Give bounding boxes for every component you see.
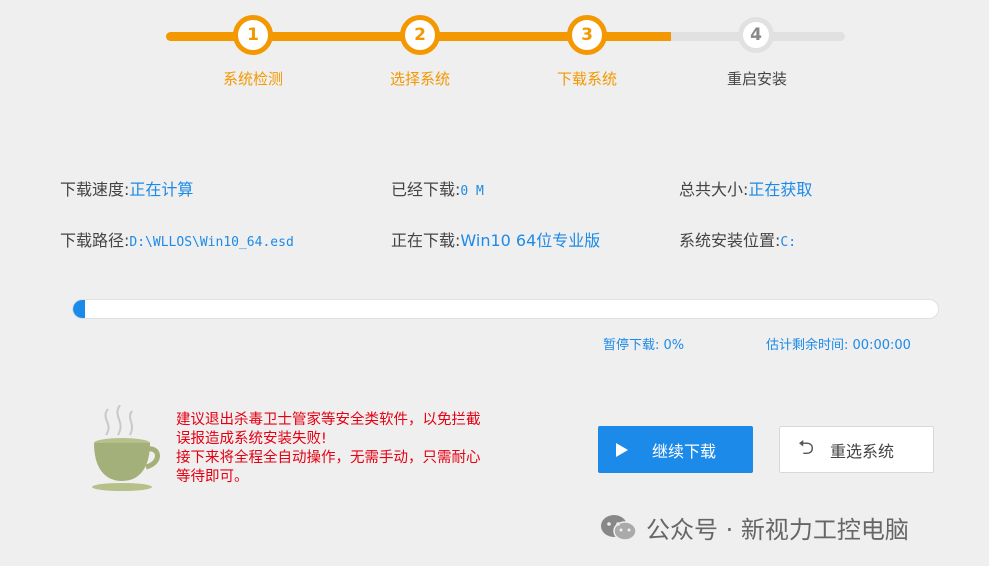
wechat-watermark: 公众号 · 新视力工控电脑 bbox=[600, 510, 909, 545]
download-speed-value: 正在计算 bbox=[129, 180, 194, 199]
wechat-icon bbox=[601, 514, 637, 541]
warning-line-3: 接下来将全程全自动操作，无需手动，只需耐心 bbox=[176, 450, 481, 466]
step-3-label: 下载系统 bbox=[556, 70, 617, 88]
download-path: 下载路径:D:\WLLOS\Win10_64.esd bbox=[60, 227, 294, 251]
current-download-label: 正在下载: bbox=[391, 231, 461, 250]
total-size-value: 正在获取 bbox=[748, 180, 813, 199]
total-size-label: 总共大小: bbox=[679, 180, 749, 199]
pause-status-value: 0% bbox=[663, 338, 685, 353]
reselect-system-label: 重选系统 bbox=[830, 441, 895, 461]
coffee-cup-icon bbox=[92, 405, 160, 491]
step-4-label: 重启安装 bbox=[726, 70, 787, 88]
eta-status: 估计剩余时间: 00:00:00 bbox=[766, 334, 911, 353]
step-2-circle: 2 bbox=[400, 15, 440, 55]
eta-value: 00:00:00 bbox=[852, 338, 911, 353]
current-download-value: Win10 64位专业版 bbox=[460, 231, 601, 250]
install-location-label: 系统安装位置: bbox=[679, 231, 781, 250]
step-4-circle: 4 bbox=[738, 17, 774, 53]
continue-download-button[interactable]: 继续下载 bbox=[598, 426, 753, 473]
download-speed: 下载速度:正在计算 bbox=[60, 176, 193, 200]
reselect-system-button[interactable]: ⮌ 重选系统 bbox=[779, 426, 934, 473]
warning-line-4: 等待即可。 bbox=[176, 469, 249, 485]
download-progress-fill bbox=[73, 300, 85, 318]
watermark-text: 公众号 · 新视力工控电脑 bbox=[646, 516, 909, 544]
install-location: 系统安装位置:C: bbox=[679, 227, 796, 251]
install-location-value: C: bbox=[780, 235, 797, 250]
warning-message: 建议退出杀毒卫士管家等安全类软件，以免拦截 误报造成系统安装失败! 接下来将全程… bbox=[176, 411, 556, 487]
download-path-value: D:\WLLOS\Win10_64.esd bbox=[129, 235, 294, 250]
step-1-label: 系统检测 bbox=[222, 70, 283, 88]
downloaded-value: 0 M bbox=[460, 184, 484, 199]
download-progress-bar bbox=[72, 299, 939, 319]
pause-status-label: 暂停下载: bbox=[603, 338, 660, 353]
continue-download-label: 继续下载 bbox=[652, 441, 717, 461]
play-icon bbox=[616, 442, 628, 457]
downloaded-label: 已经下载: bbox=[391, 180, 461, 199]
eta-label: 估计剩余时间: bbox=[766, 338, 849, 353]
current-download: 正在下载:Win10 64位专业版 bbox=[391, 227, 600, 251]
download-path-label: 下载路径: bbox=[60, 231, 130, 250]
step-2-label: 选择系统 bbox=[389, 70, 450, 88]
step-3-circle: 3 bbox=[567, 15, 607, 55]
download-speed-label: 下载速度: bbox=[60, 180, 130, 199]
pause-status: 暂停下载: 0% bbox=[603, 334, 684, 353]
total-size: 总共大小:正在获取 bbox=[679, 176, 812, 200]
step-1-circle: 1 bbox=[233, 15, 273, 55]
warning-line-2: 误报造成系统安装失败! bbox=[176, 431, 327, 447]
install-stepper: 1 2 3 4 系统检测 选择系统 下载系统 重启安装 bbox=[0, 0, 989, 100]
downloaded-amount: 已经下载:0 M bbox=[391, 176, 484, 200]
return-arrow-icon: ⮌ bbox=[798, 434, 815, 459]
warning-line-1: 建议退出杀毒卫士管家等安全类软件，以免拦截 bbox=[176, 412, 481, 428]
